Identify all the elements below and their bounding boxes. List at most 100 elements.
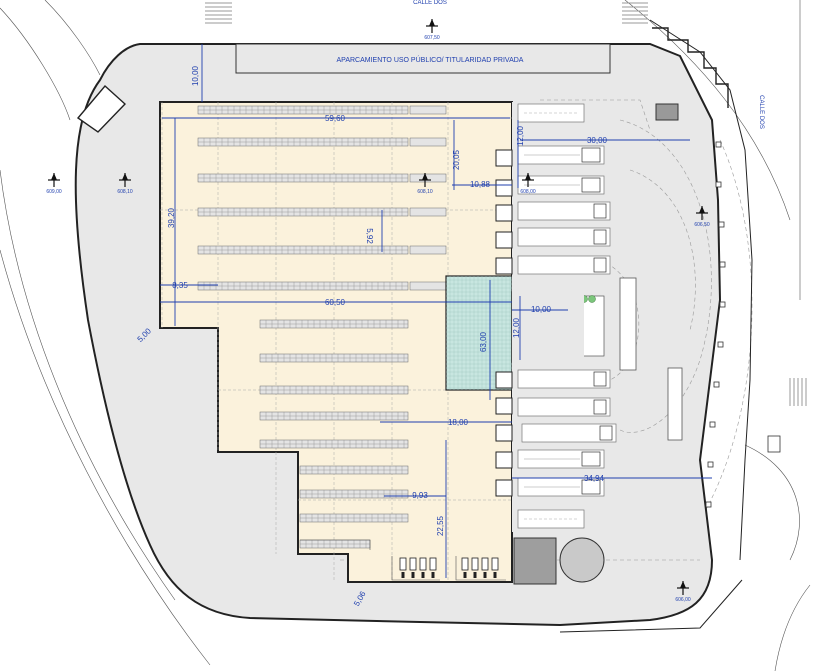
crosswalk-top-left xyxy=(205,2,232,24)
dim-30-00: 30,00 xyxy=(587,136,608,145)
rack-row xyxy=(197,281,409,291)
tank-square xyxy=(513,537,557,585)
truck-lane xyxy=(517,509,585,529)
dock-door xyxy=(495,204,513,222)
elevation-marker: 608,10 xyxy=(417,173,433,195)
boundary-outer-right xyxy=(649,19,753,561)
dock-door xyxy=(495,231,513,249)
truck-lane xyxy=(517,397,611,417)
charger-icon xyxy=(491,557,499,578)
dim-22-55: 22,55 xyxy=(436,515,445,536)
storage-racks xyxy=(197,105,447,549)
dimension-lines xyxy=(160,44,712,578)
dim-59-60: 59,60 xyxy=(325,114,346,123)
elevation-marker: 608,10 xyxy=(117,173,133,195)
dim-39-20: 39,20 xyxy=(167,207,176,228)
truck-lane xyxy=(517,255,611,275)
truck-lane xyxy=(517,145,605,165)
rack-row xyxy=(259,353,409,363)
dim-20-05: 20,05 xyxy=(452,149,461,170)
svg-text:608,10: 608,10 xyxy=(417,189,433,195)
dim-18-00: 18,00 xyxy=(448,418,469,427)
charger-icon xyxy=(471,557,479,578)
boundary-notch-left xyxy=(76,84,127,133)
rack-row xyxy=(409,105,447,115)
street-label-right: CALLE DOS xyxy=(758,95,764,129)
truck-lane xyxy=(517,103,585,123)
rack-row xyxy=(299,513,409,523)
svg-text:608,10: 608,10 xyxy=(117,189,133,195)
lower-step-outline xyxy=(300,539,371,550)
rack-row xyxy=(197,105,409,115)
charger-icon xyxy=(419,557,427,578)
charger-icon xyxy=(429,557,437,578)
elevation-marker: 606,50 xyxy=(694,206,710,228)
charger-icon xyxy=(461,557,469,578)
svg-text:606,50: 606,50 xyxy=(694,222,710,228)
elevation-marker: 609,00 xyxy=(46,173,62,195)
dock-door xyxy=(495,179,513,197)
ev-charging-spots xyxy=(391,556,506,581)
elevation-marker: 607,50 xyxy=(424,19,440,41)
truck-right-short xyxy=(667,367,683,441)
dock-door xyxy=(495,257,513,275)
dim-34-94: 34,94 xyxy=(584,474,605,483)
truck-lane xyxy=(517,449,605,469)
crosswalk-right xyxy=(789,378,807,406)
dim-10-00-room: 10,00 xyxy=(531,305,552,314)
dim-10-00: 10,00 xyxy=(191,65,200,86)
rack-row xyxy=(409,207,447,217)
dock-door xyxy=(495,397,513,415)
truck-lane xyxy=(517,227,611,247)
truck-lane xyxy=(517,175,605,195)
truck-lane xyxy=(521,423,617,443)
rack-row xyxy=(299,539,371,549)
dock-door xyxy=(495,149,513,167)
rack-row xyxy=(409,173,447,183)
svg-text:608,00: 608,00 xyxy=(520,189,536,195)
truck-right-long xyxy=(619,277,637,371)
dim-8-35: 8,35 xyxy=(172,281,188,290)
dim-60-50: 60,50 xyxy=(325,298,346,307)
rack-row xyxy=(409,137,447,147)
rack-row xyxy=(197,173,409,183)
rack-row xyxy=(299,465,409,475)
svg-text:609,00: 609,00 xyxy=(46,189,62,195)
perimeter-posts xyxy=(705,141,726,508)
guardhouse xyxy=(655,103,679,121)
truck-lane xyxy=(517,201,611,221)
picking-mesh-area xyxy=(445,275,513,391)
dim-63-00: 63,00 xyxy=(479,331,488,352)
rack-row xyxy=(259,411,409,421)
rack-row xyxy=(197,137,409,147)
dimension-labels: 10,00 59,60 20,05 12,00 30,00 10,88 39,2… xyxy=(136,65,608,607)
charger-icon xyxy=(409,557,417,578)
boundary-step-right xyxy=(652,27,729,108)
charger-icon xyxy=(481,557,489,578)
dim-10-88: 10,88 xyxy=(470,180,491,189)
dock-door xyxy=(495,451,513,469)
svg-text:607,50: 607,50 xyxy=(424,35,440,41)
rack-row xyxy=(299,489,409,499)
rack-row xyxy=(197,245,409,255)
truck-lanes xyxy=(517,103,617,529)
dim-5-92: 5,92 xyxy=(365,228,374,244)
boundary-outer-bottom xyxy=(559,579,743,633)
street-label-top: CALLE DOS xyxy=(413,0,447,6)
dock-door xyxy=(495,479,513,497)
charger-icon xyxy=(399,557,407,578)
elevation-marker: 608,00 xyxy=(520,173,536,195)
truck-edge xyxy=(767,435,781,453)
rack-row xyxy=(197,207,409,217)
truck-lane xyxy=(517,369,611,389)
rack-row xyxy=(259,319,409,329)
dock-bays xyxy=(495,149,513,497)
dim-12-00-room: 12,00 xyxy=(512,317,521,338)
dim-12-00-top: 12,00 xyxy=(516,125,525,146)
rack-row xyxy=(409,281,447,291)
crosswalk-top-right xyxy=(622,2,648,24)
public-parking-strip xyxy=(235,43,611,74)
dim-9-93: 9,93 xyxy=(412,491,428,500)
